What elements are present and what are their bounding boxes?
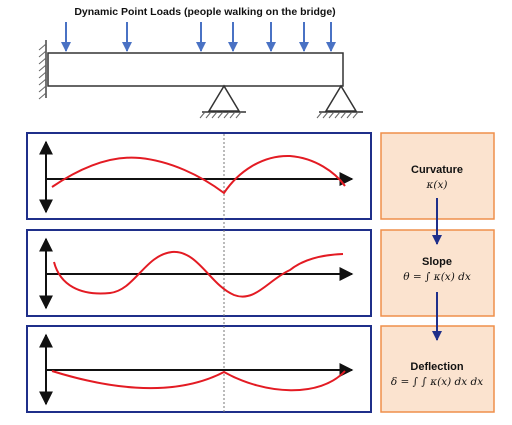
slope-plot <box>39 237 354 310</box>
deflection-curve <box>51 370 346 392</box>
slope-curve <box>53 250 344 298</box>
deflection-plot <box>39 333 354 406</box>
slope-box-title: Slope <box>422 256 452 268</box>
pin-support <box>316 84 363 119</box>
curvature-box-title: Curvature <box>411 164 463 176</box>
curvature-curve <box>51 154 346 195</box>
curvature-box-formula: κ(x) <box>426 179 448 191</box>
fixed-support <box>38 40 47 100</box>
deflection-box-formula: δ = ∫ ∫ κ(x) dx dx <box>391 376 483 388</box>
load-arrows <box>61 22 336 52</box>
pin-support <box>199 84 246 119</box>
beam <box>47 52 344 87</box>
slope-box-formula: θ = ∫ κ(x) dx <box>403 271 471 283</box>
diagram-title: Dynamic Point Loads (people walking on t… <box>74 6 335 18</box>
deflection-box-title: Deflection <box>410 361 463 373</box>
curvature-plot <box>39 140 354 214</box>
